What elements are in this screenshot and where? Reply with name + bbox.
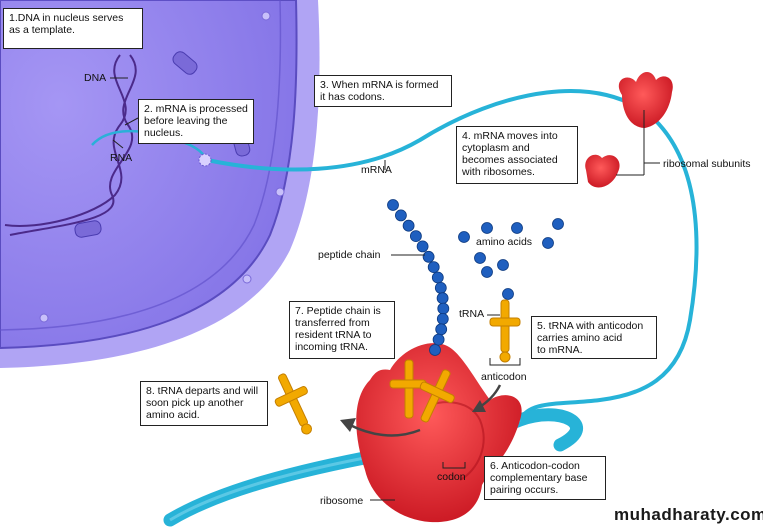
peptide-bead [431, 271, 444, 284]
step-8-callout: 8. tRNA departs and will soon pick up an… [140, 381, 268, 426]
peptide-bead [436, 292, 449, 305]
peptide-bead [394, 209, 407, 222]
step-2-callout: 2. mRNA is processed before leaving the … [138, 99, 254, 144]
peptide-bead [402, 219, 415, 232]
peptide-bead [435, 323, 448, 336]
codon-bracket [442, 462, 466, 469]
free-amino-acids [458, 218, 564, 300]
peptide-bead [416, 240, 429, 253]
nuclear-pore-exit [198, 153, 212, 167]
mrna-label: mRNA [361, 164, 392, 176]
peptide-bead [387, 199, 399, 211]
trna-departing [274, 373, 313, 435]
peptide-bead [429, 344, 441, 356]
trna-entry-arrowhead [472, 400, 486, 412]
ribosomal-subunit-large [618, 71, 673, 128]
ribosomal-subunits-label: ribosomal subunits [663, 158, 751, 170]
trna-exit-arrow [349, 423, 421, 437]
peptide-bead [434, 281, 447, 294]
step-5-callout: 5. tRNA with anticodon carries amino aci… [531, 316, 657, 359]
leader-lines [110, 77, 660, 501]
dna-helix [4, 54, 137, 236]
peptide-bead [409, 230, 422, 243]
trna-label: tRNA [459, 308, 485, 320]
amino-acids-label: amino acids [476, 236, 533, 248]
watermark: muhadharaty.com [614, 505, 763, 524]
trna-bound [419, 369, 455, 423]
step-7-callout: 7. Peptide chain is transferred from res… [289, 301, 395, 359]
peptide-bead [427, 261, 440, 274]
dna-label: DNA [84, 72, 107, 84]
peptide-bead [422, 250, 435, 263]
rna-label: RNA [110, 152, 133, 164]
peptide-bead [437, 302, 450, 315]
ribosomal-subunit-small [585, 154, 620, 188]
nucleus [0, 0, 298, 350]
ribosome-label: ribosome [320, 495, 364, 507]
peptide-bead [432, 333, 445, 346]
peptide-chain [387, 199, 450, 356]
anticodon-bracket [489, 358, 521, 366]
peptide-bead [436, 312, 449, 325]
step-6-callout: 6. Anticodon-codon complementary base pa… [484, 456, 606, 500]
nucleus-envelope-inner [0, 0, 282, 331]
mrna-strand [205, 89, 699, 422]
peptide-chain-label: peptide chain [318, 249, 381, 261]
codon-label: codon [437, 471, 466, 483]
nucleus-specks [39, 11, 285, 323]
step-1-callout: 1.DNA in nucleus serves as a template. [3, 8, 143, 49]
trna-exit-arrowhead [340, 418, 356, 432]
anticodon-label: anticodon [481, 371, 527, 383]
trna-incoming [489, 299, 521, 363]
step-4-callout: 4. mRNA moves into cytoplasm and becomes… [456, 126, 578, 184]
step-3-callout: 3. When mRNA is formed it has codons. [314, 75, 452, 107]
